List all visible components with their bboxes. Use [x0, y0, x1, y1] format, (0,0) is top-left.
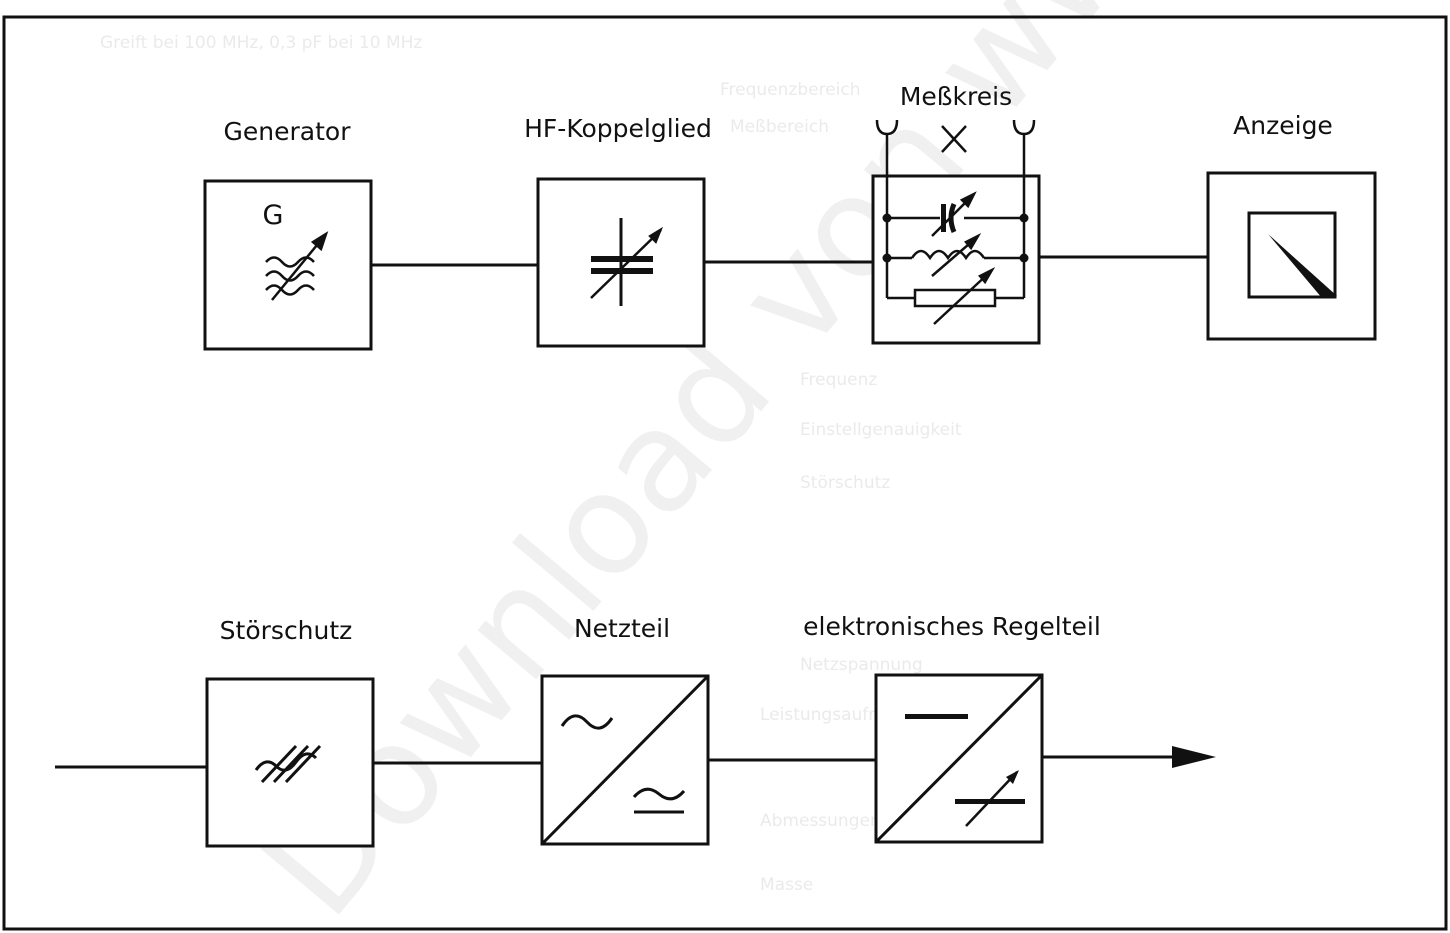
netzteil-block: Netzteil — [540, 614, 710, 846]
diagram-frame — [2, 15, 1448, 931]
stoerschutz-block: Störschutz — [205, 616, 375, 848]
dc-regulator-icon — [874, 673, 1044, 844]
ghost-line: Abmessungen — [760, 811, 881, 831]
generator-symbol-letter: G — [263, 200, 284, 231]
generator-label: Generator — [224, 117, 352, 146]
messkreis-label: Meßkreis — [900, 82, 1012, 111]
interference-filter-icon — [254, 744, 322, 784]
meter-icon — [1247, 211, 1337, 299]
watermark: Download von www.ra — [231, 0, 1359, 933]
generator-block: Generator G — [203, 117, 373, 351]
ghost-line: Greift bei 100 MHz, 0,3 pF bei 10 MHz — [100, 33, 422, 53]
ghost-line: Meßbereich — [730, 117, 829, 137]
regelteil-label: elektronisches Regelteil — [803, 612, 1101, 641]
output-arrow-icon — [1172, 746, 1216, 768]
netzteil-label: Netzteil — [574, 614, 670, 643]
ghost-line: Frequenz — [800, 370, 877, 390]
ac-dc-converter-icon — [540, 674, 710, 846]
koppelglied-label: HF-Koppelglied — [524, 114, 712, 143]
ghost-line: Einstellgenauigkeit — [800, 420, 962, 440]
ghost-line: Masse — [760, 875, 813, 895]
ghost-line: Netzspannung — [800, 655, 923, 675]
variable-sine-wave-icon — [265, 231, 329, 301]
regelteil-block: elektronisches Regelteil — [803, 612, 1101, 844]
stoerschutz-label: Störschutz — [220, 616, 353, 645]
ghost-line: Störschutz — [800, 473, 890, 493]
antenna-terminals-icon — [875, 119, 1036, 176]
ghost-line: Frequenzbereich — [720, 80, 861, 100]
resonance-circuit-icon — [882, 176, 1029, 325]
variable-capacitor-icon — [590, 218, 664, 306]
anzeige-block: Anzeige — [1206, 111, 1377, 341]
messkreis-block: Meßkreis — [871, 82, 1041, 345]
koppelglied-block: HF-Koppelglied — [524, 114, 712, 348]
anzeige-label: Anzeige — [1233, 111, 1333, 140]
